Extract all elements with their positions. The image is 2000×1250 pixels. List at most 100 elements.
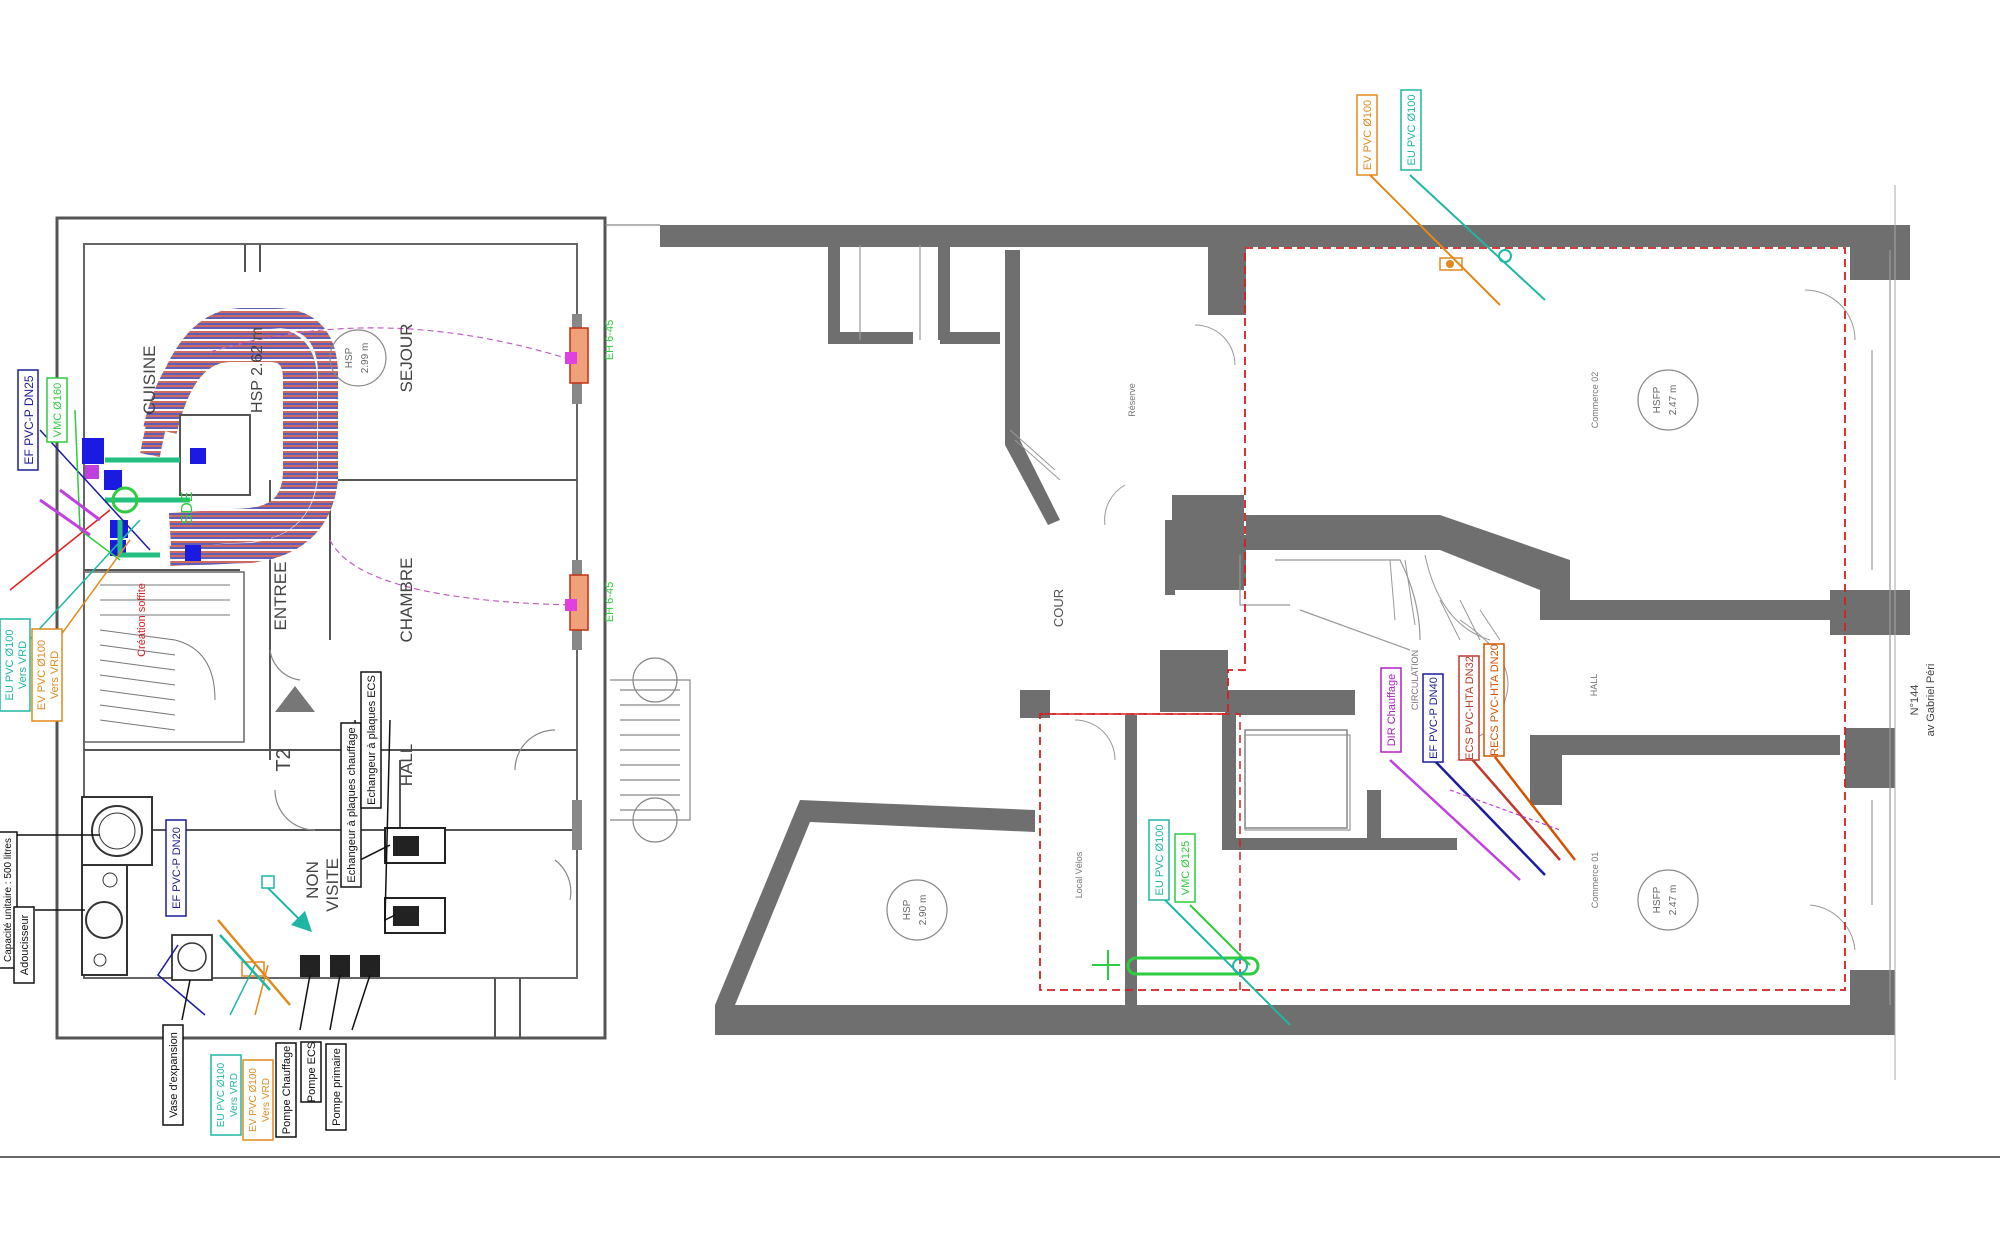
hsfp-circle-top [1637, 369, 1699, 431]
hsfp-bottom-label: HSFP [1652, 886, 1663, 913]
green-vmc-ring [111, 486, 139, 514]
wall-pier-west [1198, 535, 1246, 585]
room-sde: SDE [179, 492, 196, 525]
wall-right-block-2 [1530, 735, 1840, 755]
radiator-top [565, 327, 589, 384]
lift [1244, 729, 1348, 829]
svg-text:Capacité unitaire : 500 litres: Capacité unitaire : 500 litres [3, 838, 14, 962]
tag-vase-expansion: Vase d'expansion [162, 1024, 184, 1126]
tag-eu-top: EU PVC Ø100 [1400, 89, 1422, 171]
hsfp-top-label: HSFP [1652, 386, 1663, 413]
svg-text:Pompe Chauffage: Pompe Chauffage [281, 1046, 293, 1134]
wall-local-velo [1125, 715, 1137, 1005]
hsp-circle [329, 329, 387, 387]
wall-lift-right [1367, 790, 1381, 840]
radiator-bottom [565, 574, 589, 631]
svg-text:EF PVC-P DN20: EF PVC-P DN20 [171, 827, 183, 909]
svg-text:VMC Ø160: VMC Ø160 [52, 383, 64, 437]
svg-text:EU PVC Ø100: EU PVC Ø100 [1154, 825, 1166, 896]
tag-ev-top: EV PVC Ø100 [1356, 94, 1378, 176]
tag-echangeur-ecs: Echangeur à plaques ECS [360, 671, 382, 809]
wall-right-block-1 [1830, 590, 1910, 635]
svg-text:Vers VRD: Vers VRD [49, 651, 61, 699]
tag-recs-dn20: RECS PVC-HTA DN20 [1483, 643, 1505, 757]
wall-pier-small [1250, 690, 1290, 705]
heating-link-bottom [329, 539, 573, 606]
partition-walls [84, 244, 577, 1038]
hsp-bottom-value: 2.90 m [918, 895, 929, 926]
room-chambre: CHAMBRE [397, 557, 416, 642]
wall-vertical-right-a [1165, 520, 1175, 595]
svg-text:EV PVC Ø100: EV PVC Ø100 [248, 1068, 259, 1132]
room-cuisine: CUISINE [140, 346, 159, 415]
wall-stair-core [1246, 515, 1835, 620]
hsfp-top-value: 2.47 m [1668, 385, 1679, 416]
bottom-vmc-duct [1092, 899, 1291, 1026]
collector-magenta [85, 465, 99, 479]
tag-pompe-primaire: Pompe primaire [325, 1043, 347, 1131]
svg-text:Vase d'expansion: Vase d'expansion [168, 1032, 180, 1118]
wall-right-block-3 [1530, 735, 1562, 805]
svg-text:Pompe primaire: Pompe primaire [331, 1048, 343, 1126]
svg-text:Echangeur à plaques ECS: Echangeur à plaques ECS [366, 675, 378, 805]
wall-right-block-4 [1845, 728, 1895, 788]
tag-ef-dn20: EF PVC-P DN20 [165, 819, 187, 917]
tag-ev-vrd-1: EV PVC Ø100 Vers VRD [31, 628, 63, 722]
svg-text:RECS PVC-HTA DN20: RECS PVC-HTA DN20 [1489, 644, 1501, 756]
svg-text:EV PVC Ø100: EV PVC Ø100 [36, 640, 48, 710]
elevation-marker [275, 686, 315, 712]
water-tanks [81, 796, 213, 981]
right-building: Réserve Commerce 02 HSFP 2.47 m COUR CIR… [660, 89, 1937, 1080]
room-sejour: SEJOUR [397, 324, 416, 393]
hsp-bottom-label: HSP [902, 899, 913, 920]
sde-fixture [179, 414, 251, 496]
wall-top-right-pier [1850, 232, 1910, 280]
hsp-circle-bottom [886, 879, 948, 941]
tag-eu-bottom: EU PVC Ø100 [1148, 819, 1170, 901]
svg-text:Adoucisseur: Adoucisseur [19, 914, 31, 975]
svg-text:EU PVC Ø100: EU PVC Ø100 [216, 1062, 227, 1127]
network-bundle [1389, 756, 1576, 881]
wall-top [660, 225, 1910, 247]
left-apartment: EH 6-45 EH 6-45 CUISINE HSP 2.62 m HSP 2… [0, 216, 616, 1141]
tag-adoucisseur: Adoucisseur [13, 906, 35, 984]
tag-vmc-160: VMC Ø160 [46, 377, 68, 443]
tag-eu-vrd-2: EU PVC Ø100 Vers VRD [210, 1054, 242, 1136]
radiator-label-top: EH 6-45 [604, 320, 616, 360]
pumps [300, 955, 380, 977]
street-number: N°144 [1909, 685, 1921, 716]
top-risers [1369, 174, 1546, 306]
wall-reserve-diag [1005, 250, 1060, 525]
svg-text:ECS PVC-HTA DN32: ECS PVC-HTA DN32 [1464, 656, 1476, 760]
room-hall-right: HALL [1589, 674, 1599, 697]
tag-dir-chauffage: DIR Chauffage [1380, 667, 1402, 753]
svg-text:Pompe ECS: Pompe ECS [306, 1042, 318, 1103]
room-hall: HALL [397, 744, 416, 787]
tag-ef-dn40: EF PVC-P DN40 [1422, 673, 1444, 763]
left-staircase [83, 571, 245, 743]
svg-text:VMC Ø125: VMC Ø125 [1180, 841, 1192, 895]
room-commerce02: Commerce 02 [1590, 372, 1600, 429]
tag-ev-vrd-2: EV PVC Ø100 Vers VRD [242, 1059, 274, 1141]
tag-ef-dn25: EF PVC-P DN25 [17, 369, 39, 471]
room-non: NON [303, 861, 322, 899]
radiator-label-bottom: EH 6-45 [604, 582, 616, 622]
svg-text:EV PVC Ø100: EV PVC Ø100 [1362, 100, 1374, 170]
wall-mid-block [1160, 650, 1228, 712]
vmc-arrow [267, 887, 313, 933]
vmc-small-box [261, 875, 275, 889]
left-doors [269, 649, 572, 901]
right-thin-lines [859, 245, 1891, 1005]
room-local-velos: Local Vélos [1074, 851, 1084, 898]
hsfp-circle-bottom [1637, 869, 1699, 931]
svg-text:EU PVC Ø100: EU PVC Ø100 [4, 630, 16, 701]
room-cour: COUR [1051, 589, 1066, 627]
room-circulation: CIRCULATION [1410, 650, 1420, 710]
scope-lower [1040, 713, 1241, 990]
hsp-circle-label: HSP [344, 347, 355, 368]
tag-pompe-chauffage: Pompe Chauffage [275, 1042, 297, 1138]
tag-vmc-125: VMC Ø125 [1174, 833, 1196, 903]
svg-text:Vers VRD: Vers VRD [17, 641, 29, 689]
tag-echangeur-chauffage: Echangeur à plaques chauffage [340, 722, 362, 888]
